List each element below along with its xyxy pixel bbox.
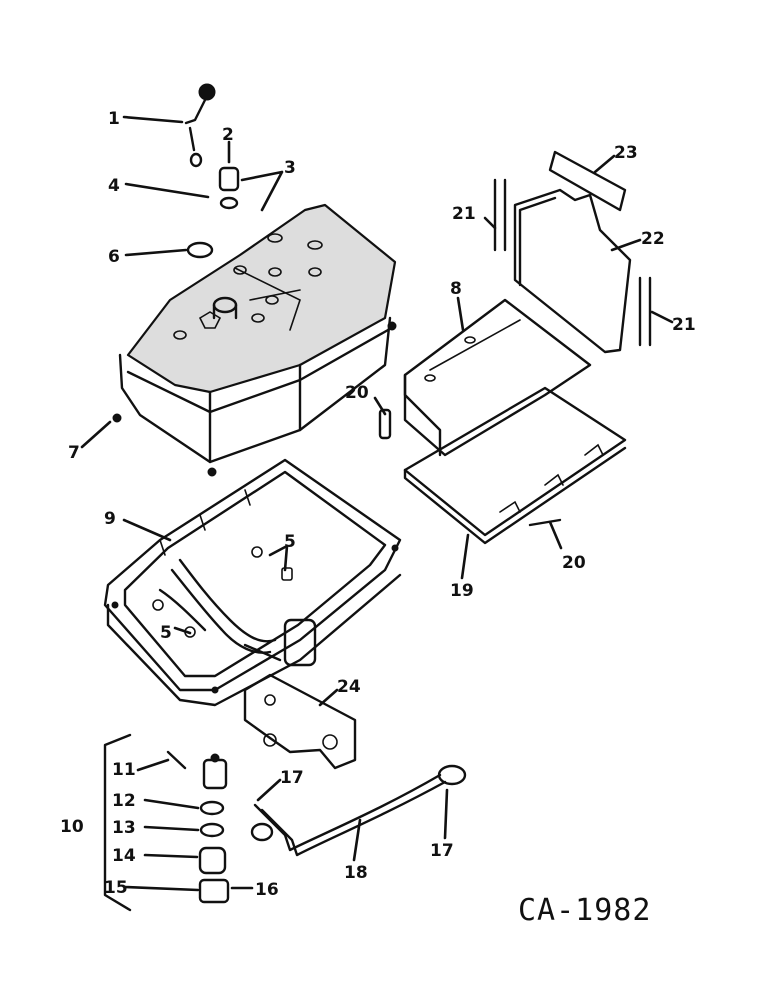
callout-24: 24 xyxy=(337,677,361,697)
callout-17a: 17 xyxy=(280,768,304,788)
fuel-line-18 xyxy=(250,764,467,857)
callout-19: 19 xyxy=(450,581,474,601)
callout-1: 1 xyxy=(108,109,120,129)
callout-3: 3 xyxy=(284,158,296,178)
callout-17b: 17 xyxy=(430,841,454,861)
callout-21b: 21 xyxy=(672,315,696,335)
callout-20b: 20 xyxy=(562,553,586,573)
callout-16: 16 xyxy=(255,880,279,900)
callout-12: 12 xyxy=(112,791,136,811)
callout-10: 10 xyxy=(60,817,84,837)
cap-parts xyxy=(184,83,240,259)
callout-7: 7 xyxy=(68,443,80,463)
callout-14: 14 xyxy=(112,846,136,866)
callout-22: 22 xyxy=(641,229,665,249)
valve-assembly xyxy=(103,733,230,912)
callout-5a: 5 xyxy=(284,532,296,552)
callout-5b: 5 xyxy=(160,623,172,643)
callout-8: 8 xyxy=(450,279,462,299)
drawing-number: CA-1982 xyxy=(518,893,651,928)
callout-2: 2 xyxy=(222,125,234,145)
callout-9: 9 xyxy=(104,509,116,529)
leader-lines xyxy=(80,115,674,892)
platform-assembly xyxy=(403,298,627,545)
callout-23: 23 xyxy=(614,143,638,163)
bracket-24 xyxy=(243,673,357,770)
panel-22 xyxy=(513,188,632,354)
callout-13: 13 xyxy=(112,818,136,838)
clips-20 xyxy=(378,408,562,527)
callout-6: 6 xyxy=(108,247,120,267)
callout-20a: 20 xyxy=(345,383,369,403)
callout-21a: 21 xyxy=(452,204,476,224)
callout-18: 18 xyxy=(344,863,368,883)
callout-4: 4 xyxy=(108,176,120,196)
strap-23 xyxy=(548,150,627,212)
callout-labels: 1 2 3 4 5 6 7 8 9 5 10 11 12 13 14 15 16… xyxy=(60,109,696,900)
fuel-tank xyxy=(112,203,397,477)
callout-11: 11 xyxy=(112,760,136,780)
rods-21 xyxy=(493,178,652,347)
callout-15: 15 xyxy=(104,878,128,898)
frame-pan xyxy=(103,458,402,707)
